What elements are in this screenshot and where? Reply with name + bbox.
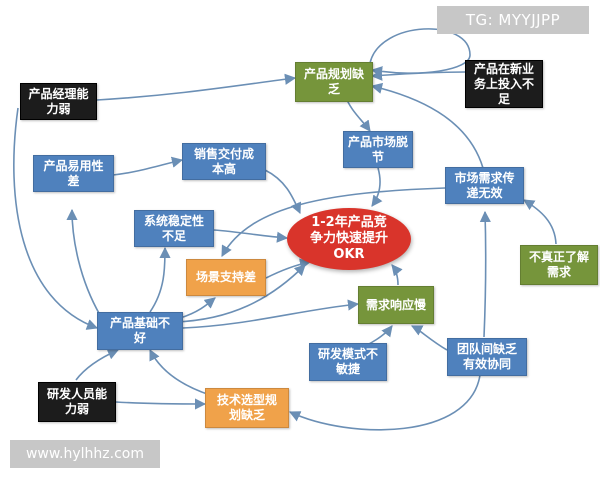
node-market-demand-ineffective: 市场需求传 递无效 (445, 167, 524, 204)
node-product-foundation-weak: 产品基础不 好 (97, 312, 183, 350)
arrow-team-to-tech (288, 374, 481, 431)
arrow-foundation-to-usability (66, 208, 101, 316)
arrow-tech-to-foundation (149, 348, 211, 396)
node-rd-staff-weak: 研发人员能 力弱 (38, 382, 116, 422)
arrow-disconnect-to-okr (371, 167, 383, 207)
arrow-pm-to-planning (96, 73, 297, 101)
arrow-foundation-to-stability (149, 246, 171, 313)
arrow-usability-to-sales (112, 156, 184, 176)
arrow-scenario-to-okr (265, 258, 312, 279)
arrow-understanding-to-demand (523, 199, 557, 245)
center-okr-goal: 1-2年产品竞 争力快速提升 OKR (287, 208, 411, 270)
arrow-rdstaff-to-tech (115, 398, 207, 410)
arrow-sales-to-okr (264, 169, 302, 215)
node-product-usability-poor: 产品易用性 差 (33, 155, 114, 192)
node-rd-model-inflexible: 研发模式不 敏捷 (309, 343, 387, 381)
arrow-pm-to-foundation (13, 107, 99, 330)
arrow-foundation-to-scenario (179, 297, 216, 319)
node-product-market-disconnect: 产品市场脱 节 (343, 131, 413, 168)
node-product-manager-weak: 产品经理能 力弱 (20, 83, 97, 120)
node-product-planning-gap: 产品规划缺 乏 (295, 62, 373, 102)
arrow-team-to-response (410, 325, 448, 351)
node-demand-response-slow: 需求响应慢 (358, 286, 434, 324)
arrow-team-to-demand (479, 210, 491, 338)
node-not-understanding-demand: 不真正了解 需求 (520, 245, 598, 285)
watermark-top: TG: MYYJJPP (437, 6, 589, 34)
arrow-response-to-okr (391, 264, 403, 286)
node-system-stability: 系统稳定性 不足 (134, 210, 214, 247)
node-tech-selection-gap: 技术选型规 划缺乏 (205, 388, 289, 428)
arrow-demand-to-planning (370, 82, 484, 169)
arrow-foundation-to-response (182, 299, 360, 329)
arrow-rdstaff-to-foundation (75, 348, 120, 381)
node-team-collaboration: 团队间缺乏 有效协同 (447, 338, 527, 376)
node-sales-delivery-cost: 销售交付成 本高 (182, 143, 266, 180)
watermark-bottom: www.hylhhz.com (10, 440, 160, 468)
arrow-stability-to-okr (213, 229, 289, 243)
arrow-planning-loop (369, 28, 471, 78)
node-new-business-investment: 产品在新业 务上投入不 足 (465, 60, 543, 108)
arrow-foundation-to-okr (174, 264, 306, 323)
node-scenario-support-poor: 场景支持差 (186, 259, 266, 296)
arrow-demand-to-scenario (221, 187, 446, 257)
